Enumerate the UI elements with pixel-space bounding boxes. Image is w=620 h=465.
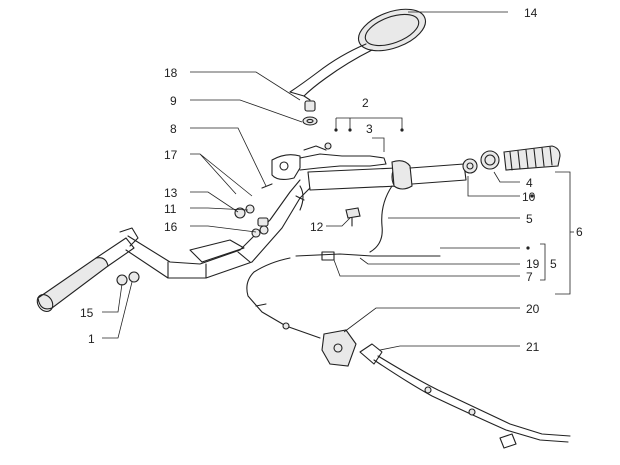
- leader-dots: [334, 128, 534, 250]
- callout-20: 20: [526, 302, 540, 316]
- callout-7: 7: [526, 270, 533, 284]
- callout-11: 11: [164, 202, 177, 216]
- callout-5: 5: [526, 212, 533, 226]
- handlebar-frame: [125, 179, 311, 279]
- callout-19: 19: [526, 257, 540, 271]
- callout-17: 17: [164, 148, 178, 162]
- callout-5-group: 5: [550, 257, 557, 271]
- callout-2: 2: [362, 96, 369, 110]
- callout-18: 18: [164, 66, 178, 80]
- small-hardware: [116, 183, 361, 286]
- throttle-grip-tube: [307, 150, 500, 191]
- callout-8: 8: [170, 122, 177, 136]
- mirror-nut: [302, 100, 318, 126]
- callout-labels: 14 18 9 2 8 17 3 4 10 6 5 13 11 16 12 19…: [80, 6, 583, 354]
- callout-4: 4: [526, 176, 533, 190]
- mirror: [289, 8, 427, 101]
- cables: [246, 185, 571, 449]
- callout-13: 13: [164, 186, 178, 200]
- handlebar-grip: [503, 145, 561, 171]
- callout-10: 10: [522, 190, 536, 204]
- callout-14: 14: [524, 6, 538, 20]
- callout-21: 21: [526, 340, 540, 354]
- callout-12: 12: [310, 220, 324, 234]
- callout-16: 16: [164, 220, 178, 234]
- callout-6: 6: [576, 225, 583, 239]
- callout-9: 9: [170, 94, 177, 108]
- leader-lines: [102, 11, 574, 351]
- brake-lever: [271, 142, 387, 181]
- left-grip-tube: [36, 227, 139, 312]
- callout-3: 3: [366, 122, 373, 136]
- callout-15: 15: [80, 306, 94, 320]
- callout-1: 1: [88, 332, 95, 346]
